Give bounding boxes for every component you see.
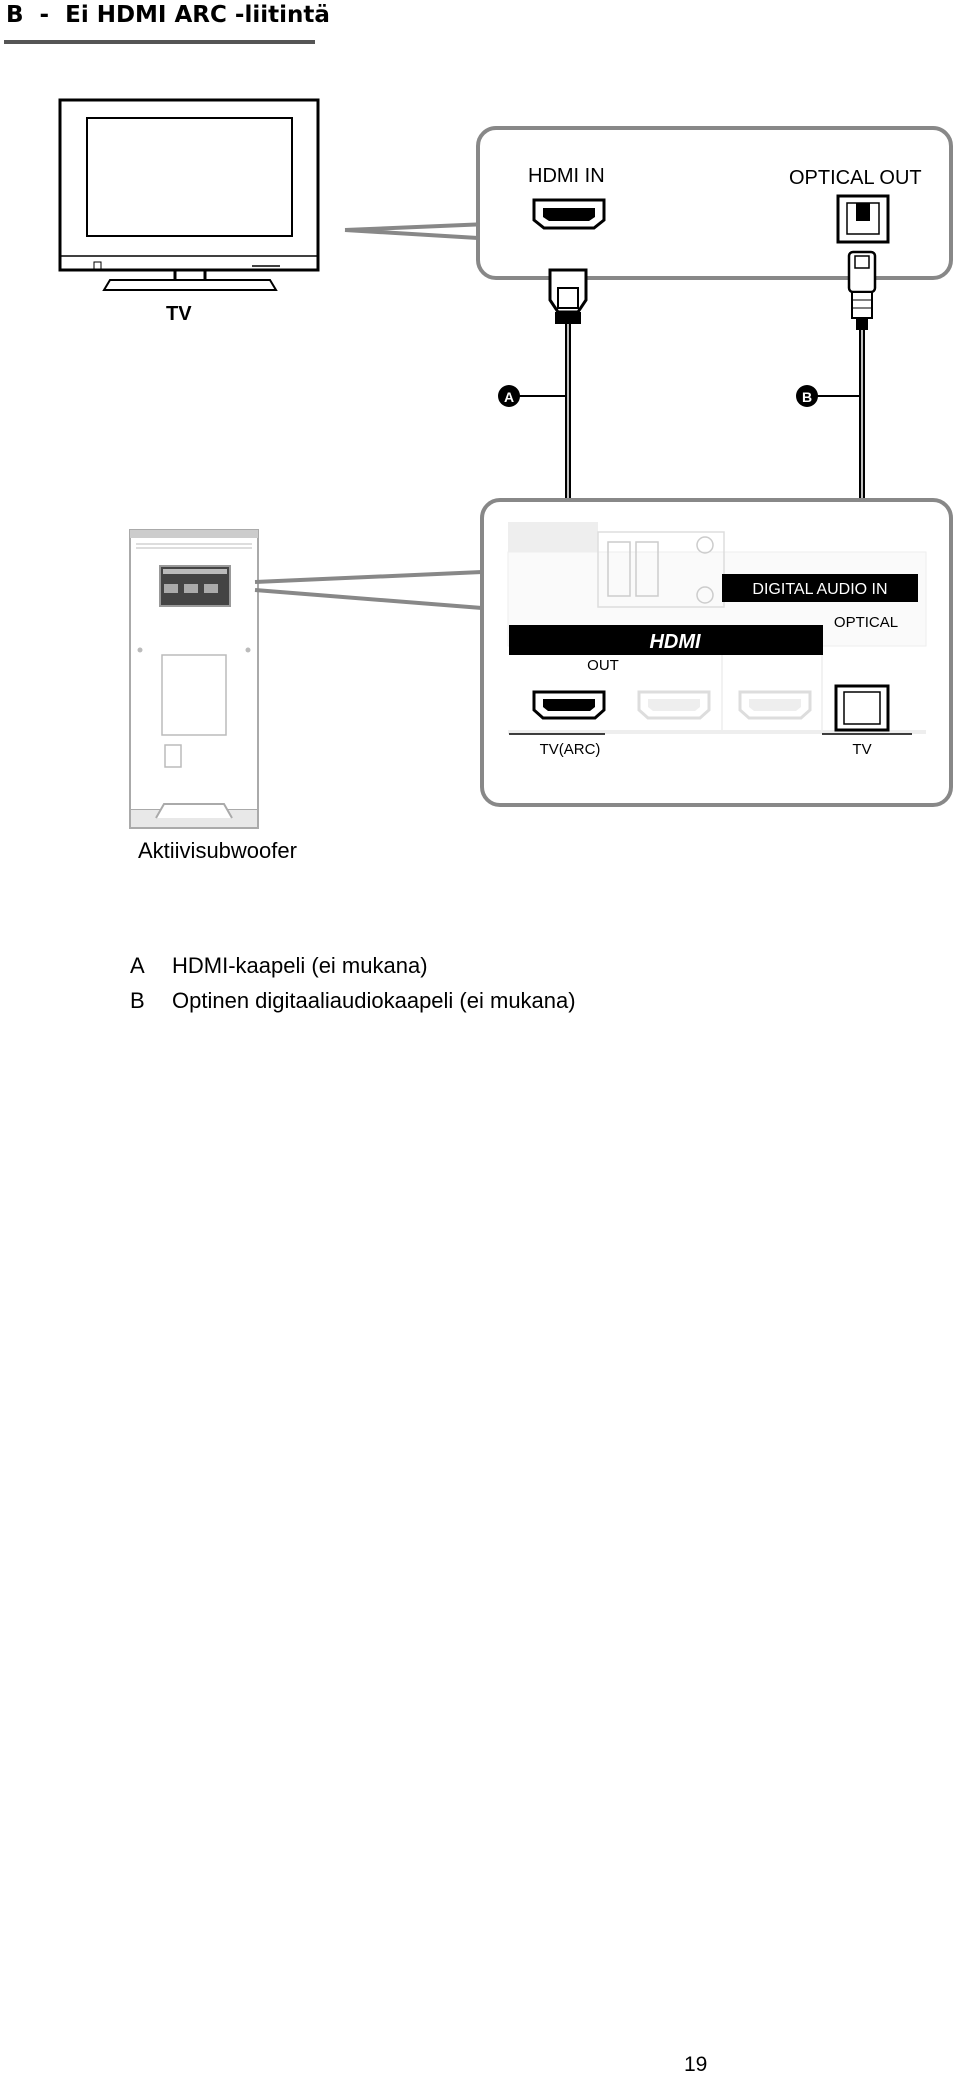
legend-item: A HDMI-kaapeli (ei mukana) bbox=[130, 948, 576, 983]
hdmi-in-port-2-icon bbox=[738, 690, 812, 720]
hdmi-out-label: OUT bbox=[587, 657, 619, 674]
optical-port-icon bbox=[836, 194, 890, 244]
cable-marker-b: B bbox=[796, 385, 861, 407]
subwoofer-caption: Aktiivisubwoofer bbox=[138, 838, 297, 863]
section-heading: B - Ei HDMI ARC -liitintä bbox=[6, 2, 330, 28]
hdmi-in-label: HDMI IN bbox=[528, 165, 605, 187]
hdmi-out-port-icon bbox=[532, 690, 606, 720]
hdmi-logo: HDMI bbox=[649, 631, 701, 653]
optical-out-label: OPTICAL OUT bbox=[789, 167, 922, 189]
cable-marker-a: A bbox=[498, 385, 567, 407]
heading-underline bbox=[4, 40, 315, 44]
page-number: 19 bbox=[684, 2053, 708, 2076]
tv-label: TV bbox=[166, 303, 192, 325]
hdmi-in-port-1-icon bbox=[637, 690, 711, 720]
legend-text: HDMI-kaapeli (ei mukana) bbox=[172, 953, 428, 978]
hdmi-band bbox=[509, 625, 823, 655]
cable-legend: A HDMI-kaapeli (ei mukana) B Optinen dig… bbox=[130, 948, 576, 1018]
tv-connector-callout bbox=[344, 126, 953, 280]
connection-diagram: TV HDMI IN OPTICAL OUT bbox=[0, 90, 960, 830]
optical-in-port-icon bbox=[834, 684, 890, 732]
optical-label: OPTICAL bbox=[834, 614, 898, 631]
tv-arc-label: TV(ARC) bbox=[540, 741, 601, 758]
digital-audio-in-label: DIGITAL AUDIO IN bbox=[752, 581, 887, 598]
legend-item: B Optinen digitaaliaudiokaapeli (ei muka… bbox=[130, 983, 576, 1018]
legend-key: A bbox=[130, 953, 145, 978]
cable-marker-b-letter: B bbox=[802, 389, 812, 405]
tv-port-label: TV bbox=[852, 741, 871, 758]
subwoofer-illustration bbox=[129, 529, 259, 829]
cable-marker-a-letter: A bbox=[504, 389, 514, 405]
legend-key: B bbox=[130, 988, 145, 1013]
tv-illustration bbox=[58, 98, 320, 291]
hdmi-port-icon bbox=[532, 198, 606, 230]
legend-text: Optinen digitaaliaudiokaapeli (ei mukana… bbox=[172, 988, 576, 1013]
digital-audio-in-band bbox=[722, 574, 918, 602]
